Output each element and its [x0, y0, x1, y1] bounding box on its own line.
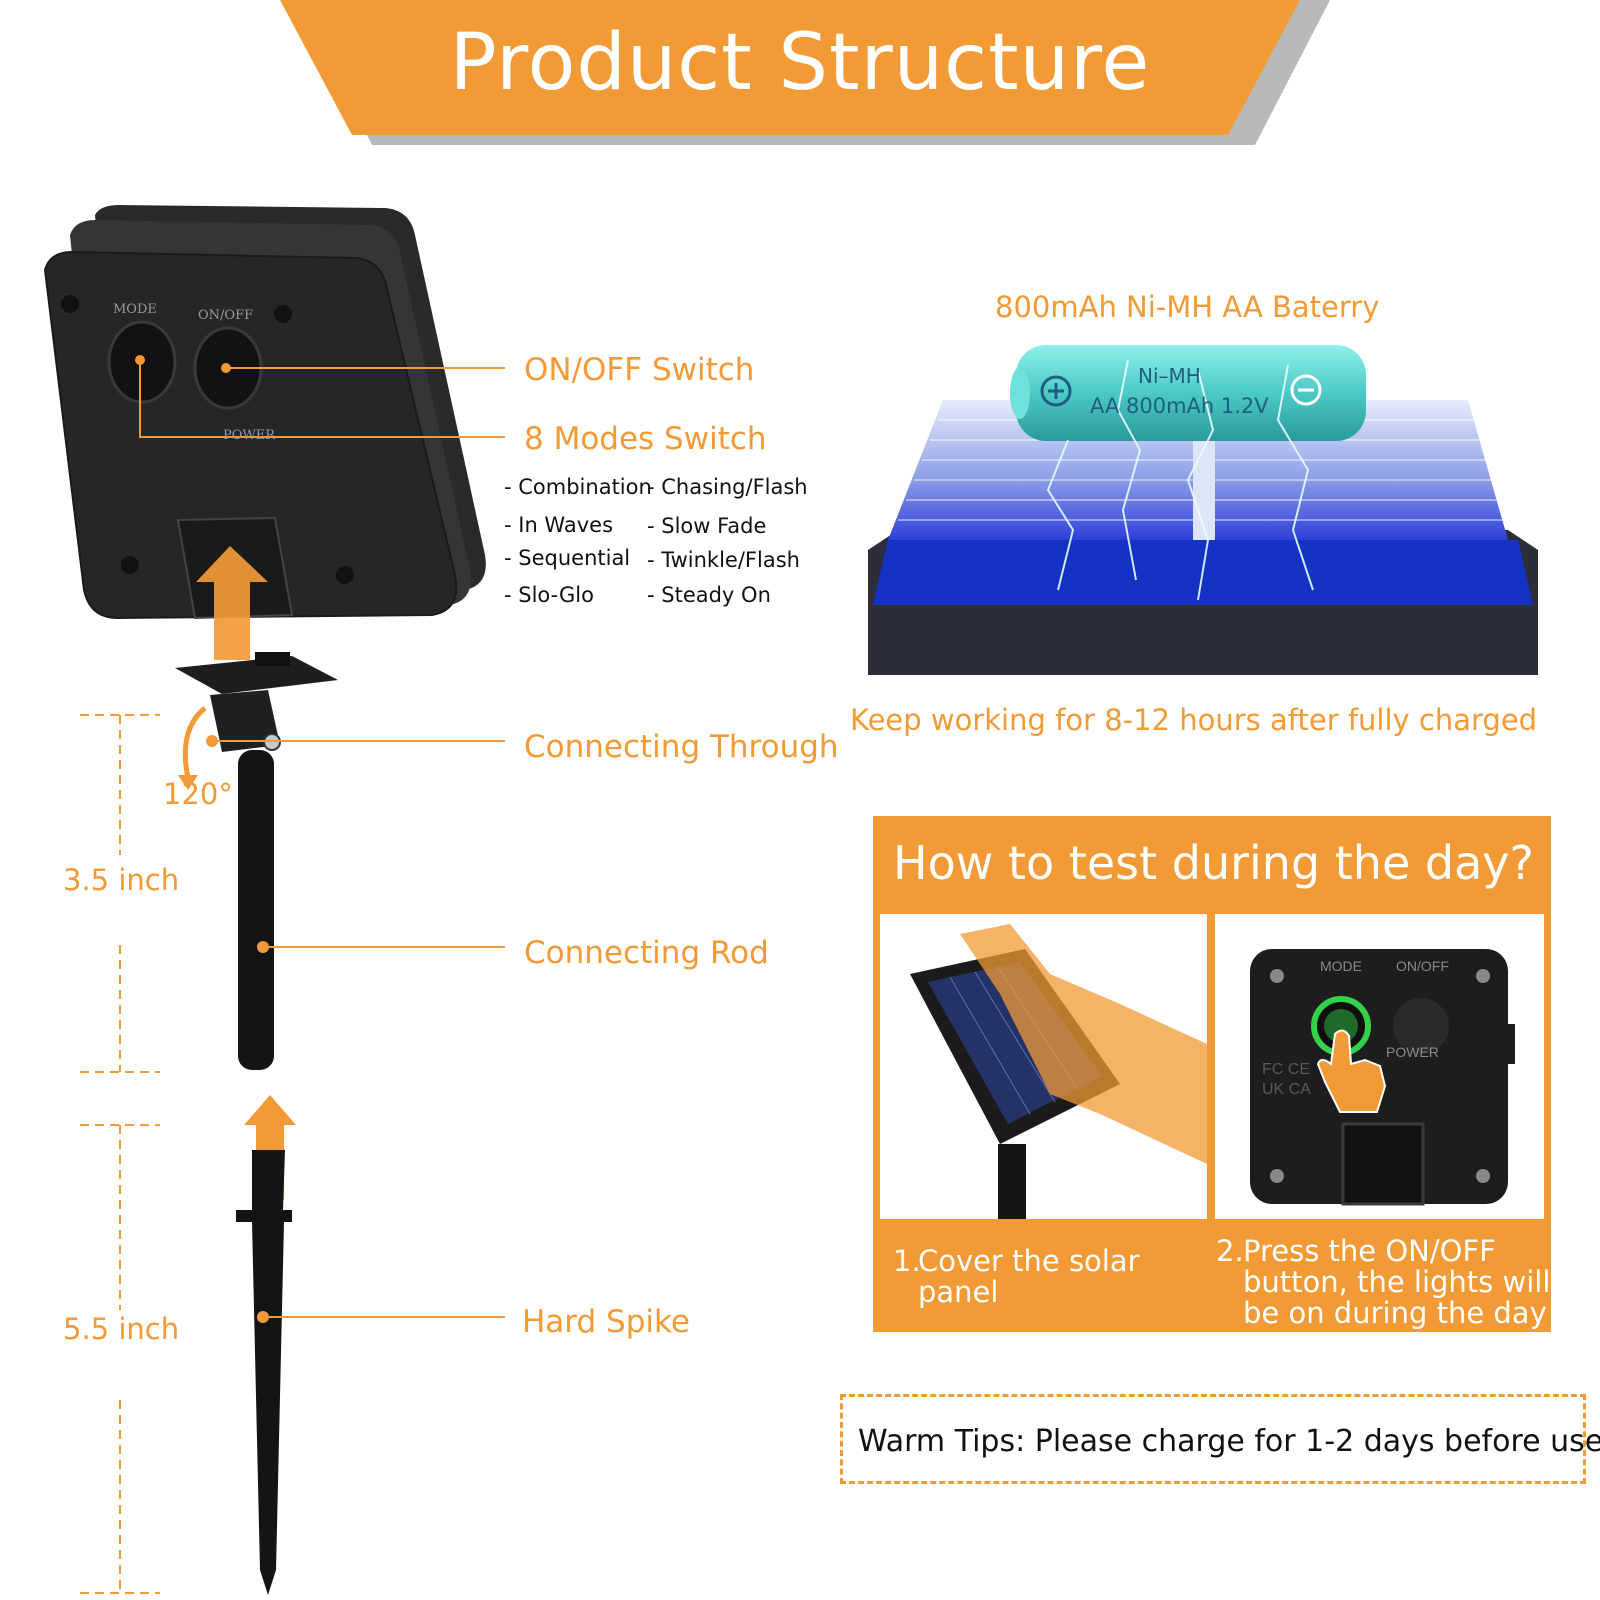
- step2-image: [1215, 914, 1544, 1219]
- step2-cert-text: FC CE UK CA: [1262, 1061, 1311, 1098]
- step2-num: 2.: [1216, 1234, 1244, 1268]
- label-modes-switch: 8 Modes Switch: [524, 421, 767, 457]
- label-hard-spike: Hard Spike: [522, 1304, 690, 1340]
- connecting-rod: [238, 750, 274, 1070]
- mode-item: - Twinkle/Flash: [647, 548, 800, 572]
- label-connecting-through: Connecting Through: [524, 729, 839, 765]
- label-onoff-switch: ON/OFF Switch: [524, 352, 755, 388]
- step2-power-text: POWER: [1386, 1044, 1439, 1060]
- dimension-rod: 3.5 inch: [63, 863, 180, 897]
- keep-working-text: Keep working for 8-12 hours after fully …: [850, 703, 1538, 737]
- battery-line2: AA 800mAh 1.2V: [1090, 394, 1269, 418]
- step2-mode-text: MODE: [1320, 958, 1362, 974]
- mode-item: - In Waves: [504, 513, 614, 537]
- step2-text: Press the ON/OFF button, the lights will…: [1243, 1234, 1551, 1330]
- battery-illustration: [868, 345, 1538, 675]
- mode-item: - Slow Fade: [647, 514, 767, 538]
- mode-item: - Combination: [504, 475, 652, 499]
- dimension-spike: 5.5 inch: [63, 1312, 180, 1346]
- warm-tips-text: Warm Tips: Please charge for 1-2 days be…: [858, 1424, 1600, 1459]
- mode-item: - Chasing/Flash: [647, 475, 808, 499]
- mode-item: - Steady On: [647, 583, 771, 607]
- warm-tips-box: [840, 1394, 1586, 1484]
- power-text: POWER: [223, 428, 276, 443]
- battery-line1: Ni–MH: [1138, 364, 1201, 388]
- product-illustration: [43, 205, 505, 1595]
- onoff-text: ON/OFF: [198, 308, 254, 323]
- step1-num: 1.: [893, 1244, 921, 1278]
- page-title: Product Structure: [449, 18, 1151, 108]
- battery-title: 800mAh Ni-MH AA Baterry: [995, 290, 1380, 324]
- mode-item: - Slo-Glo: [504, 583, 594, 607]
- mode-item: - Sequential: [504, 546, 631, 570]
- angle-label: 120°: [163, 777, 233, 811]
- test-title: How to test during the day?: [893, 836, 1534, 890]
- label-connecting-rod: Connecting Rod: [524, 935, 769, 971]
- step2-onoff-text: ON/OFF: [1396, 958, 1449, 974]
- header-banner: [280, 0, 1330, 145]
- step1-image: [880, 914, 1207, 1219]
- hard-spike: [236, 1150, 292, 1595]
- mode-text: MODE: [113, 302, 157, 317]
- step1-text: Cover the solar panel: [918, 1244, 1140, 1309]
